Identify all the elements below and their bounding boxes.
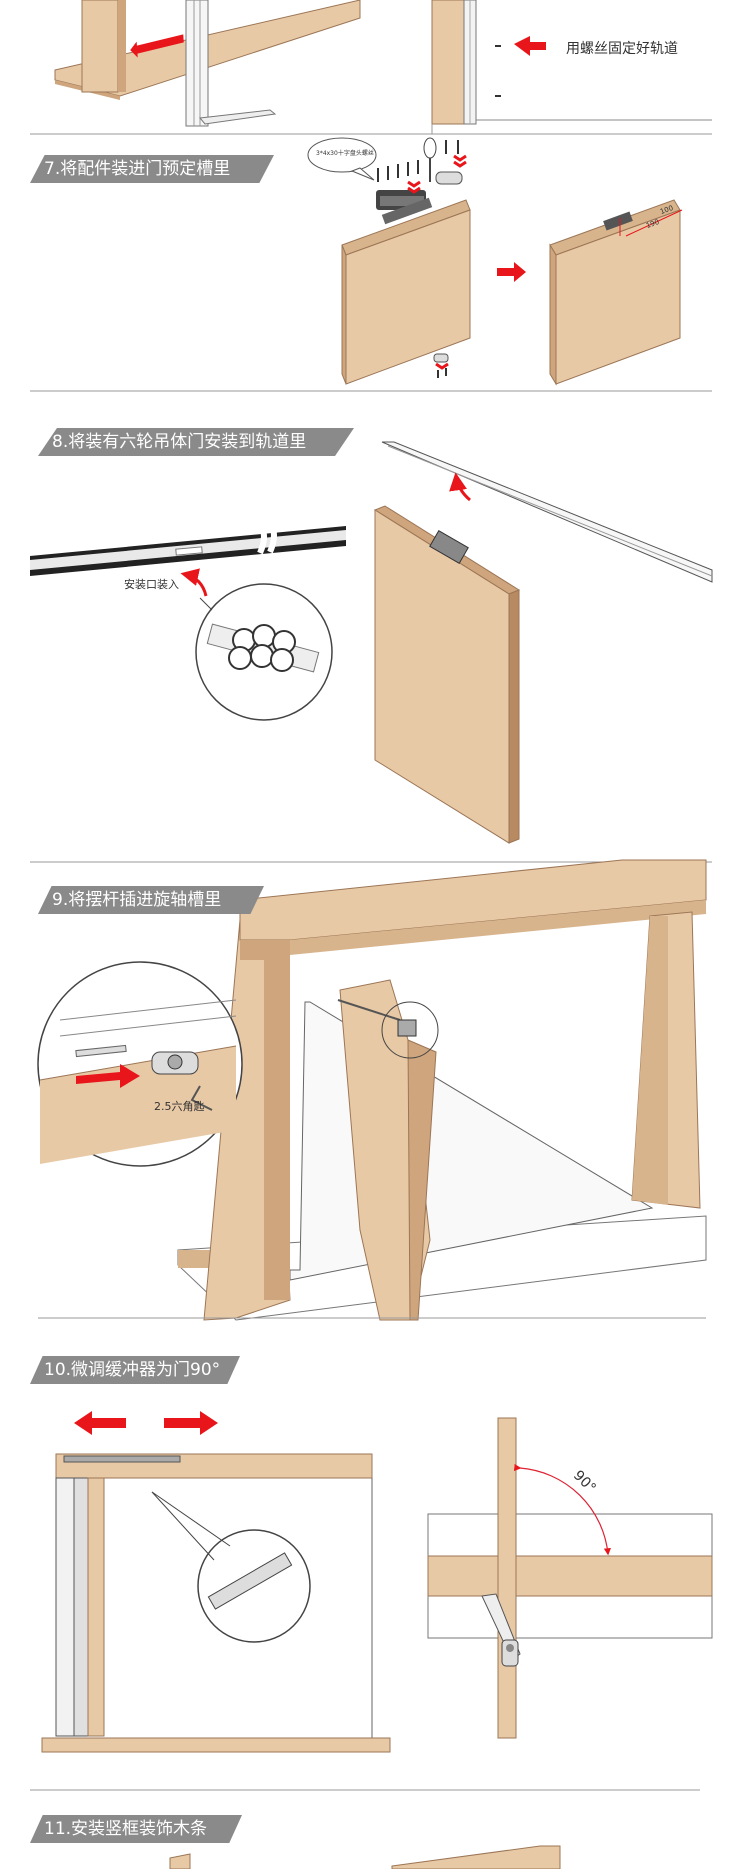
top-right-illustration xyxy=(431,0,712,125)
step9-illustration xyxy=(37,859,707,1321)
step-banner-7: 7.将配件装进门预定槽里 xyxy=(30,155,274,183)
step-title: 将配件装进门预定槽里 xyxy=(60,159,231,179)
step10-illustration xyxy=(41,1411,713,1753)
step-number: 9. xyxy=(52,890,69,910)
step-title: 微调缓冲器为门90° xyxy=(71,1360,221,1380)
step-banner-11: 11.安装竖框装饰木条 xyxy=(30,1815,242,1843)
label-screw-bag: 3*4x30十字盘头螺丝 xyxy=(316,150,374,157)
step-banner-9: 9.将摆杆插进旋轴槽里 xyxy=(38,886,264,914)
step-title: 将装有六轮吊体门安装到轨道里 xyxy=(68,432,307,452)
label-hex-key: 2.5六角匙 xyxy=(154,1100,205,1113)
top-left-illustration xyxy=(54,0,361,127)
step-banner-8: 8.将装有六轮吊体门安装到轨道里 xyxy=(38,428,354,456)
step-number: 10. xyxy=(44,1360,72,1380)
step-title: 将摆杆插进旋轴槽里 xyxy=(68,890,222,910)
step-number: 11. xyxy=(44,1819,72,1839)
step7-illustration xyxy=(307,137,683,386)
step8-illustration xyxy=(30,441,713,844)
label-install-port: 安装口装入 xyxy=(124,578,179,591)
label-fix-rail-screws: 用螺丝固定好轨道 xyxy=(566,41,678,57)
step-number: 7. xyxy=(44,159,61,179)
step-title: 安装竖框装饰木条 xyxy=(71,1819,208,1839)
step-number: 8. xyxy=(52,432,69,452)
step-banner-10: 10.微调缓冲器为门90° xyxy=(30,1356,240,1384)
step11-illustration xyxy=(169,1845,561,1869)
